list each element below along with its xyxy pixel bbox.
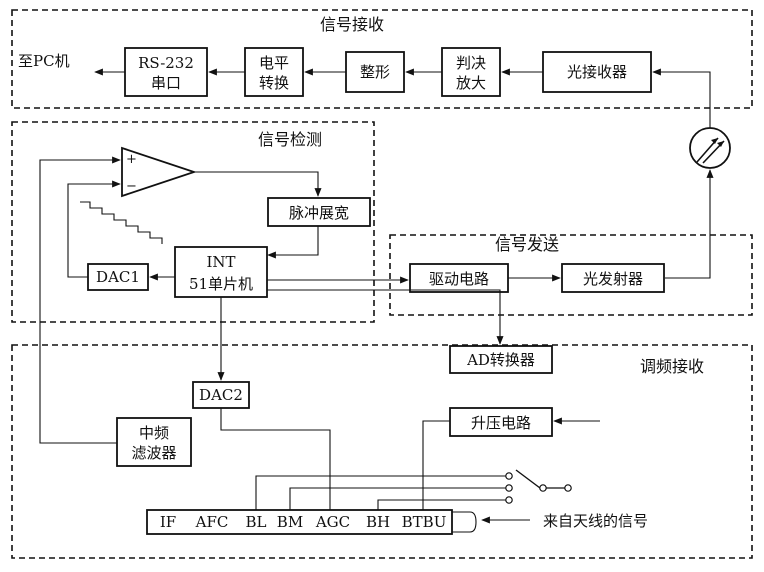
if-filter-line1: 中频 bbox=[139, 424, 169, 442]
signal-detect-title: 信号检测 bbox=[258, 130, 322, 149]
dac1-label: DAC1 bbox=[96, 268, 140, 286]
shaping-block bbox=[345, 51, 405, 93]
signal-send-region bbox=[389, 234, 753, 316]
shaping-label: 整形 bbox=[360, 63, 390, 81]
pin-btbu: BTBU bbox=[402, 513, 447, 531]
signal-receive-title: 信号接收 bbox=[320, 15, 384, 34]
wire-dac2-to-agc bbox=[220, 408, 331, 510]
pin-afc: AFC bbox=[195, 513, 229, 531]
mcu-block bbox=[174, 246, 268, 298]
wire-pulse-to-mcu bbox=[267, 226, 319, 259]
driver-circuit-label: 驱动电路 bbox=[429, 270, 489, 288]
level-conversion-line1: 电平 bbox=[259, 54, 289, 72]
decision-amplifier-line2: 放大 bbox=[456, 74, 486, 92]
boost-circuit-block bbox=[449, 407, 553, 437]
optical-receiver-block bbox=[542, 51, 652, 93]
dac2-label: DAC2 bbox=[199, 386, 243, 404]
wire-transmitter-to-fiber bbox=[665, 169, 714, 279]
decision-amplifier-line1: 判决 bbox=[456, 54, 486, 72]
staircase-waveform-icon bbox=[80, 201, 163, 244]
level-conversion-line2: 转换 bbox=[259, 74, 289, 92]
pulse-widening-block bbox=[267, 197, 371, 227]
fm-receive-region bbox=[11, 344, 753, 559]
pin-bl: BL bbox=[246, 513, 267, 531]
if-filter-line2: 滤波器 bbox=[131, 444, 176, 462]
switch-contact-1 bbox=[505, 472, 513, 480]
to-pc-label: 至PC机 bbox=[18, 52, 70, 70]
band-switch-icon bbox=[515, 469, 572, 492]
antenna-input-connector-icon bbox=[452, 511, 477, 533]
wire-mcu-to-ad bbox=[267, 289, 504, 345]
rs232-port-block bbox=[124, 47, 208, 97]
pin-if: IF bbox=[160, 513, 176, 531]
optical-transmitter-label: 光发射器 bbox=[583, 270, 643, 288]
signal-detect-region bbox=[11, 121, 375, 323]
signal-send-title: 信号发送 bbox=[495, 235, 559, 254]
switch-contact-2 bbox=[505, 484, 513, 492]
dac2-block bbox=[192, 381, 250, 409]
wire-comparator-to-pulse bbox=[194, 171, 322, 197]
boost-circuit-label: 升压电路 bbox=[471, 414, 531, 432]
fm-receive-title: 调频接收 bbox=[640, 357, 704, 376]
wire-bh-to-switch bbox=[377, 499, 506, 510]
comparator-opamp-icon bbox=[121, 146, 197, 198]
rs232-label-line1: RS-232 bbox=[138, 54, 194, 72]
coupler-arrows-icon bbox=[696, 137, 725, 164]
wire-fiber-to-receiver bbox=[652, 68, 711, 128]
pin-agc: AGC bbox=[315, 513, 350, 531]
wire-bm-to-switch bbox=[289, 487, 506, 510]
dac1-block bbox=[87, 263, 149, 291]
wire-dac1-to-comparator-minus bbox=[67, 180, 121, 278]
driver-circuit-block bbox=[409, 263, 509, 293]
pin-bh: BH bbox=[366, 513, 390, 531]
if-filter-block bbox=[116, 417, 192, 467]
pulse-widening-label: 脉冲展宽 bbox=[289, 204, 349, 222]
fm-chip-pins: IF AFC BL BM AGC BH BTBU bbox=[160, 513, 447, 531]
pin-bm: BM bbox=[277, 513, 303, 531]
rs232-label-line2: 串口 bbox=[151, 74, 181, 92]
antenna-signal-label: 来自天线的信号 bbox=[543, 512, 648, 530]
fm-chip-block bbox=[146, 509, 453, 535]
optical-transmitter-block bbox=[561, 263, 665, 293]
signal-receive-region bbox=[11, 9, 753, 109]
opamp-minus-label: − bbox=[126, 179, 137, 194]
wire-boost-to-btbu bbox=[422, 420, 450, 510]
mcu-label-line1: INT bbox=[206, 253, 235, 271]
ad-converter-block bbox=[449, 345, 553, 374]
wire-bl-to-switch bbox=[255, 475, 506, 510]
ad-converter-label: AD转换器 bbox=[466, 351, 535, 369]
optical-receiver-label: 光接收器 bbox=[567, 63, 627, 81]
opamp-plus-label: + bbox=[126, 152, 137, 167]
mcu-label-line2: 51单片机 bbox=[189, 275, 253, 293]
decision-amplifier-block bbox=[441, 47, 501, 97]
wire-if-filter-to-comparator-plus bbox=[39, 156, 121, 444]
switch-contact-3 bbox=[505, 496, 513, 504]
